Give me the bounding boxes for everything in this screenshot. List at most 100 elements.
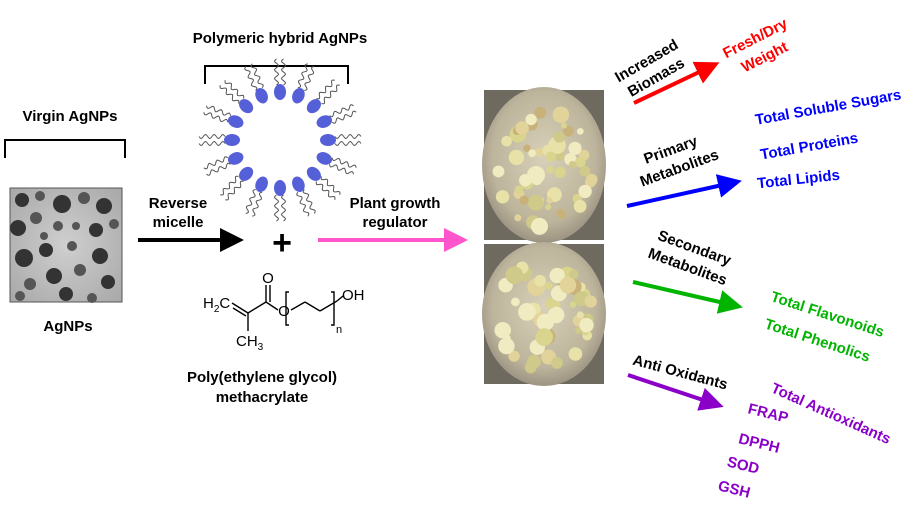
callus-clump bbox=[547, 306, 565, 324]
micelle-bead bbox=[224, 134, 240, 146]
reverse-micelle-label-line2: micelle bbox=[153, 214, 204, 231]
hydroxyl-label: OH bbox=[342, 287, 365, 304]
primary-arrow bbox=[626, 174, 742, 208]
tem-particle bbox=[74, 264, 86, 276]
micelle-tail bbox=[320, 176, 341, 195]
micelle-bead bbox=[274, 180, 286, 196]
micelle-tail bbox=[244, 66, 258, 91]
callus-clump bbox=[508, 149, 525, 166]
callus-clump bbox=[575, 157, 586, 168]
micelle-tail bbox=[252, 191, 263, 217]
callus-clump bbox=[579, 165, 591, 177]
tem-particle bbox=[39, 243, 53, 257]
reverse-micelle-label-line1: Reverse bbox=[149, 195, 207, 212]
callus-clump bbox=[534, 274, 546, 287]
tem-particle bbox=[35, 191, 45, 201]
callus-clump bbox=[527, 354, 541, 369]
micelle-tail bbox=[296, 191, 310, 217]
callus-clump bbox=[511, 297, 520, 307]
pgr-label-line2: regulator bbox=[362, 214, 427, 231]
tem-particle bbox=[10, 220, 26, 236]
virgin-bracket bbox=[4, 139, 126, 158]
micelle-bead bbox=[274, 84, 286, 100]
ether-o-label: O bbox=[278, 303, 290, 320]
micelle-tail bbox=[250, 63, 264, 89]
tem-particle bbox=[87, 293, 97, 303]
micelle-tail bbox=[331, 157, 357, 168]
callus-clump bbox=[514, 185, 524, 194]
antioxidants-category: Anti Oxidants bbox=[631, 352, 730, 394]
callus-clump bbox=[534, 147, 544, 157]
polymeric-hybrid-label: Polymeric hybrid AgNPs bbox=[193, 30, 368, 47]
callus-clump bbox=[569, 301, 577, 308]
micelle-tail bbox=[219, 85, 240, 104]
callus-clump bbox=[568, 347, 583, 361]
tem-particle bbox=[89, 223, 103, 237]
callus-clump bbox=[514, 214, 522, 222]
tem-particle bbox=[92, 248, 108, 264]
tem-particle bbox=[40, 232, 48, 240]
outcome-antioxidants: Anti Oxidants Total Antioxidants FRAP DP… bbox=[627, 352, 893, 502]
micelle-tail bbox=[297, 63, 308, 89]
callus-clump bbox=[501, 135, 512, 147]
micelle-tail bbox=[334, 140, 362, 147]
micelle-tail bbox=[203, 156, 229, 170]
antioxidants-result-frap: FRAP bbox=[746, 400, 790, 426]
tem-particle bbox=[101, 275, 115, 289]
micelle-tail bbox=[273, 58, 280, 86]
antioxidants-result-sod: SOD bbox=[725, 453, 761, 477]
callus-clump bbox=[515, 121, 529, 135]
carbonyl-o-label: O bbox=[262, 270, 274, 287]
tem-particle bbox=[72, 222, 80, 230]
callus-clump bbox=[568, 141, 582, 155]
callus-clump bbox=[545, 204, 552, 211]
micelle-tail bbox=[203, 112, 229, 123]
callus-clump bbox=[578, 184, 592, 199]
callus-clump bbox=[556, 208, 566, 218]
callus-clump bbox=[508, 350, 520, 362]
micelle-tail bbox=[220, 175, 239, 196]
callus-clump bbox=[584, 295, 597, 308]
callus-photo-top bbox=[482, 87, 606, 243]
micelle-tail bbox=[198, 140, 226, 147]
callus-clump bbox=[531, 173, 543, 186]
micelle-tail bbox=[273, 194, 280, 222]
callus-clump bbox=[528, 149, 536, 158]
hybrid-bracket bbox=[204, 65, 349, 84]
micelle-tail bbox=[329, 164, 354, 175]
micelle-bead bbox=[292, 176, 305, 193]
micelle-bead bbox=[320, 134, 336, 146]
tem-particle bbox=[46, 268, 62, 284]
callus-clump bbox=[562, 125, 574, 137]
antioxidants-arrow bbox=[627, 373, 724, 411]
callus-clump bbox=[498, 337, 515, 355]
outcome-biomass: Increased Biomass Fresh/Dry Weight bbox=[612, 15, 791, 105]
tem-particle bbox=[53, 221, 63, 231]
callus-clump bbox=[545, 151, 556, 162]
micelle-bead bbox=[227, 152, 244, 165]
callus-clump bbox=[518, 303, 536, 321]
tem-particle bbox=[30, 212, 42, 224]
micelle-bead bbox=[255, 176, 268, 193]
callus-clump bbox=[495, 190, 510, 204]
micelle-tail bbox=[331, 110, 357, 124]
micelle-tail bbox=[280, 194, 287, 222]
virgin-agnps-label: Virgin AgNPs bbox=[22, 108, 117, 125]
micelle-bead bbox=[239, 166, 254, 181]
micelle-bead bbox=[316, 152, 333, 165]
callus-clump bbox=[495, 322, 511, 338]
callus-clump bbox=[573, 199, 587, 213]
primary-result-lipids: Total Lipids bbox=[756, 167, 840, 193]
ch3-label: CH3 bbox=[236, 333, 264, 353]
callus-clump bbox=[519, 195, 529, 205]
callus-clump bbox=[523, 144, 531, 152]
biomass-arrow bbox=[633, 61, 720, 105]
micelle-tail bbox=[316, 79, 335, 100]
micelle-tail bbox=[225, 180, 244, 201]
callus-photo-bottom bbox=[482, 242, 606, 386]
callus-clump bbox=[546, 165, 555, 174]
micelle-tail bbox=[304, 66, 315, 91]
callus-clump bbox=[545, 298, 556, 309]
callus-clump bbox=[579, 317, 594, 333]
